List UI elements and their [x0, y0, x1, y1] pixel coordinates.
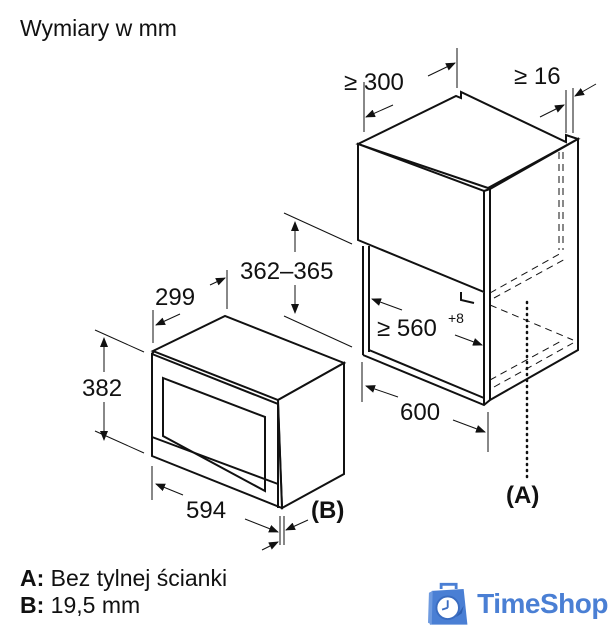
- legend-text: Bez tylnej ścianki: [50, 565, 228, 591]
- legend-item-b: B: 19,5 mm: [20, 592, 227, 619]
- cabinet-hidden-lines: [489, 152, 574, 388]
- dim-appliance-width: 594: [186, 497, 226, 524]
- legend-item-a: A: Bez tylnej ścianki: [20, 565, 227, 592]
- bag-clock-icon: [428, 582, 468, 625]
- dim-niche-width-tolerance: +8: [448, 310, 464, 326]
- dim-side-panel: ≥ 16: [514, 63, 561, 90]
- dim-appliance-height: 382: [82, 375, 122, 402]
- appliance: [150, 314, 347, 510]
- dimension-lines: [94, 48, 597, 551]
- cabinet: [355, 90, 581, 407]
- dim-appliance-depth: 299: [155, 284, 195, 311]
- page-title: Wymiary w mm: [20, 15, 177, 41]
- legend: A: Bez tylnej ścianki B: 19,5 mm: [20, 565, 227, 619]
- legend-text: 19,5 mm: [50, 592, 141, 618]
- legend-key: B:: [20, 592, 45, 618]
- marker-a-label: (A): [506, 482, 539, 509]
- marker-b-label: (B): [311, 497, 344, 524]
- logo-text: TimeShop: [477, 588, 608, 619]
- dim-cabinet-width: 600: [400, 399, 440, 426]
- dim-cabinet-depth: ≥ 300: [344, 69, 404, 96]
- dim-niche-width: ≥ 560: [377, 315, 437, 342]
- dim-niche-height: 362–365: [240, 258, 333, 285]
- timeshop-logo: TimeShop: [428, 576, 608, 632]
- legend-key: A:: [20, 565, 45, 591]
